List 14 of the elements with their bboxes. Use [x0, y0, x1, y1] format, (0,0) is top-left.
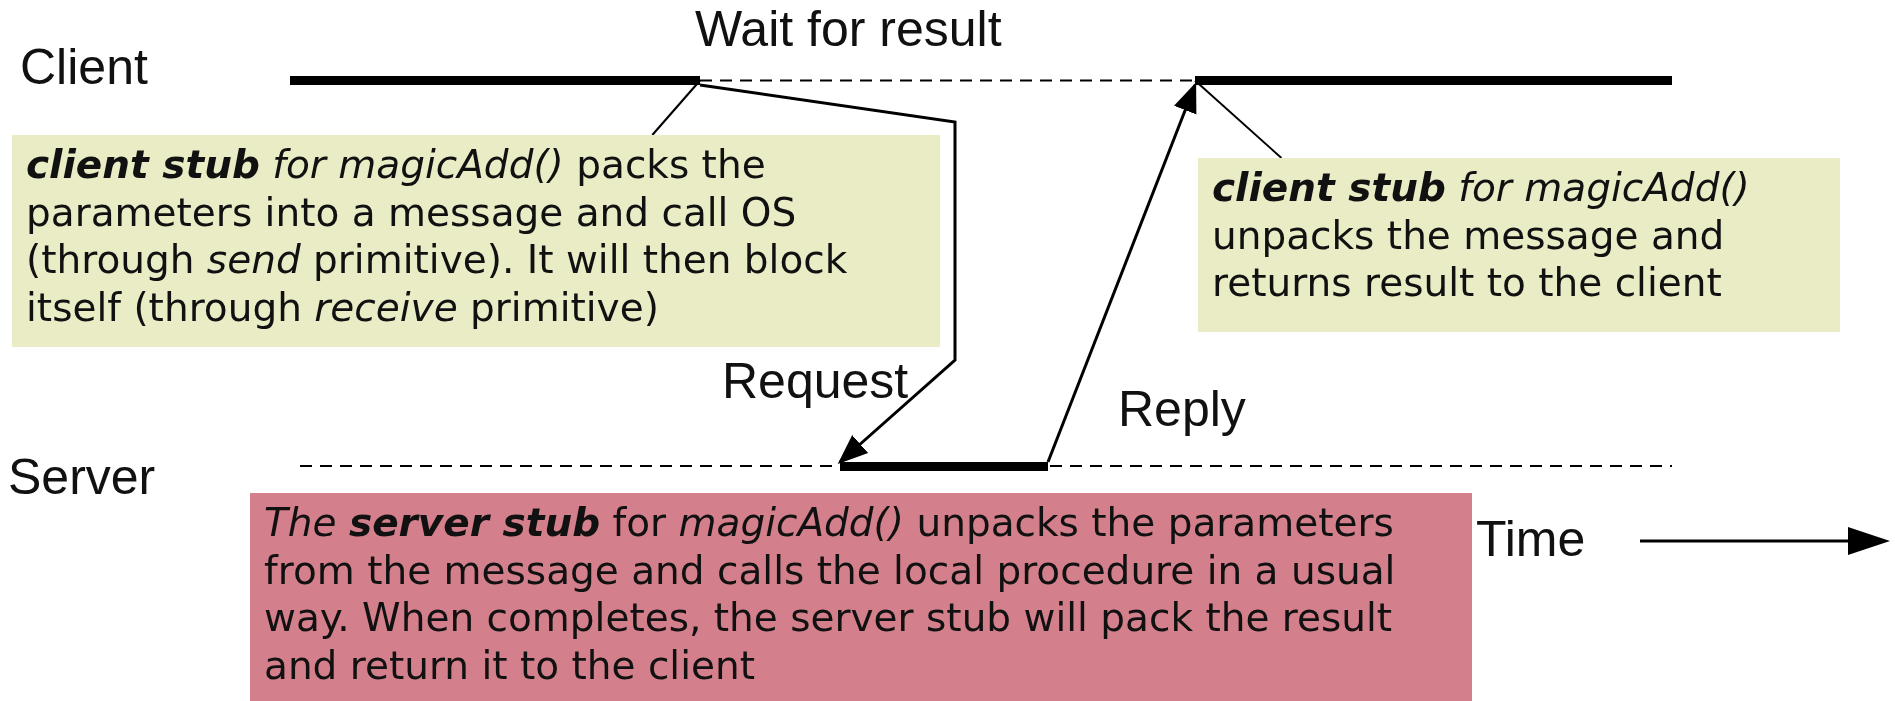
active-timeline-bar — [840, 462, 1048, 471]
lane-label: Client — [20, 38, 148, 96]
active-timeline-bar — [290, 76, 700, 85]
callout-box: The server stub for magicAdd() unpacks the parameters from the message and calls the local procedure in a usual way. When completes, the server stub will pack the result and return it to the client — [250, 493, 1472, 701]
arrow — [1046, 82, 1197, 463]
edge-label: Reply — [1118, 380, 1246, 438]
lane-label: Server — [8, 448, 156, 506]
callout-box: client stub for magicAdd() packs the parameters into a message and call OS (through send primitive). It will then block itself (through receive primitive) — [12, 135, 940, 347]
active-timeline-bar — [1195, 76, 1672, 85]
callout-box: client stub for magicAdd() unpacks the message and returns result to the client — [1198, 158, 1840, 332]
edge-label: Request — [722, 352, 909, 410]
phase-label: Wait for result — [695, 0, 1002, 58]
arrow — [699, 83, 957, 464]
axis-label: Time — [1476, 510, 1586, 568]
